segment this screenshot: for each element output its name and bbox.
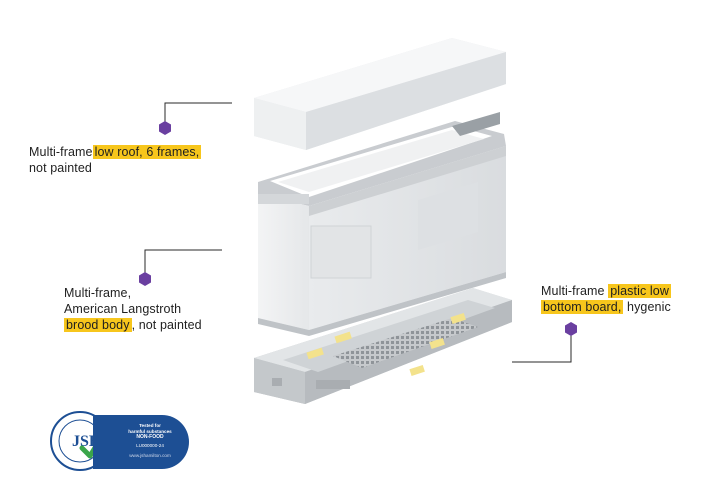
callout-bottom-highlight-2: bottom board, — [541, 300, 624, 314]
callout-roof-highlight: low roof, 6 frames, — [92, 145, 202, 159]
hexagon-markers — [139, 121, 577, 336]
certification-badge: Tested for harmful substances NON-FOOD L… — [93, 415, 189, 469]
bottom-board — [254, 288, 512, 404]
badge-line5: www.jshamilton.com — [129, 453, 171, 458]
badge-line3: NON-FOOD — [136, 434, 164, 440]
callout-lines — [144, 102, 572, 363]
badge-line1: Tested for — [139, 423, 161, 428]
callout-brood-body: Multi-frame, American Langstroth brood b… — [64, 285, 284, 333]
callout-bottom-board: Multi-frame plastic low bottom board, hy… — [541, 283, 711, 315]
hexagon-marker-icon — [565, 322, 577, 336]
callout-roof-prefix: Multi-frame — [29, 145, 93, 159]
callout-roof-suffix: not painted — [29, 161, 92, 175]
hexagon-marker-icon — [159, 121, 171, 135]
brood-body — [258, 121, 506, 336]
low-roof — [254, 38, 506, 150]
callout-bottom-suffix: hygenic — [627, 300, 671, 314]
callout-bottom-highlight-1: plastic low — [608, 284, 671, 298]
callout-bottom-prefix: Multi-frame — [541, 284, 605, 298]
hexagon-marker-icon — [139, 272, 151, 286]
badge-line4: LU000000-24 — [136, 443, 164, 448]
callout-brood-line2: American Langstroth — [64, 302, 182, 316]
callout-brood-line1: Multi-frame, — [64, 286, 132, 300]
callout-brood-highlight: brood body — [64, 318, 132, 332]
callout-brood-suffix: , not painted — [131, 318, 202, 332]
badge-line2: harmful substances — [128, 429, 172, 434]
